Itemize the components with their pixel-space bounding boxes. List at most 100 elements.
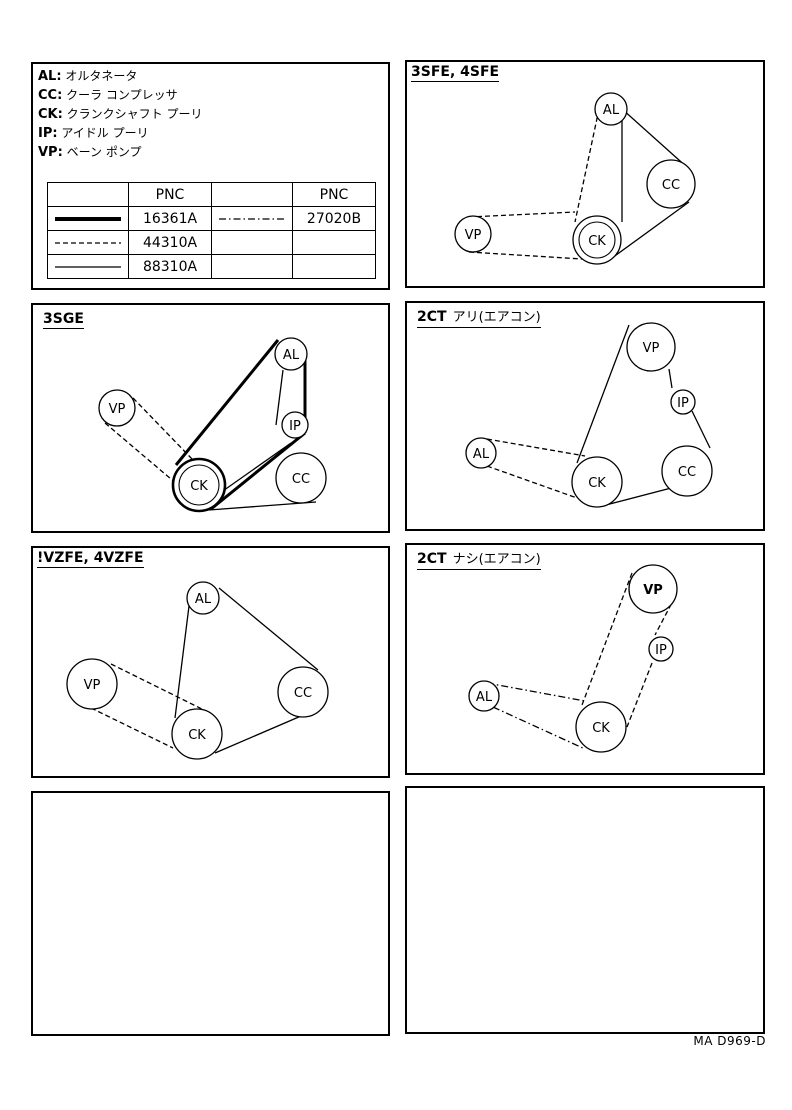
belt-thick [174,339,280,466]
belt-diagram: AL CC VP CK [454,92,696,265]
abbr-ip: IP: アイドル プーリ [38,126,149,141]
pulley-vp: VP [454,215,492,253]
belt-thin [576,324,630,464]
pnc-row: 16361A 27020B [47,206,376,231]
belt-dashdot [492,706,586,750]
svg-text:VP: VP [643,341,660,356]
belt-dashed [110,663,209,713]
pnc-header-left: PNC [128,182,212,207]
pnc-value: 16361A [128,206,212,231]
pulley-al: AL [186,581,220,615]
svg-text:CC: CC [662,178,680,193]
panel-3sge: 3SGE AL VP IP CC CK [31,303,390,533]
svg-text:CC: CC [294,686,312,701]
belt-dashed [654,596,676,636]
line-style-thick [47,206,129,231]
abbr-al: AL: オルタネータ [38,69,138,84]
svg-text:VP: VP [465,228,482,243]
pulley-ck: CK [171,708,223,760]
panel-3sfe-4sfe: 3SFE, 4SFE AL CC VP CK [405,60,765,288]
legend-panel: AL: オルタネータ CC: クーラ コンプレッサ CK: クランクシャフト プ… [31,62,390,290]
pulley-ck: CK [572,215,622,265]
belt-dashed [468,251,583,260]
panel-vzfe: !VZFE, 4VZFE AL VP CC CK [31,546,390,778]
pnc-value: 27020B [292,206,376,231]
panel-title: 3SFE, 4SFE [411,64,500,82]
pulley-ck: CK [575,701,627,753]
svg-text:VP: VP [84,678,101,693]
empty-panel-right [405,786,765,1034]
svg-text:CK: CK [592,721,610,736]
belt-thin [668,368,673,389]
pulley-cc: CC [277,666,329,718]
belt-dashed [626,662,653,728]
belt-thin [611,201,690,259]
belt-dashed [486,438,586,457]
belt-dashed [581,572,633,706]
svg-text:AL: AL [473,447,490,462]
pulley-vp: VP [98,389,136,427]
pulley-ip: IP [281,411,309,439]
empty-panel-left [31,791,390,1036]
belt-thin [218,587,319,671]
pulley-cc: CC [661,445,713,497]
pulley-al: AL [594,92,628,126]
svg-text:IP: IP [655,643,667,658]
pnc-header-right: PNC [292,182,376,207]
belt-thin [691,410,711,449]
panel-title: !VZFE, 4VZFE [37,550,144,568]
belt-thin [174,597,191,719]
pulley-vp: VP [626,322,676,372]
pulley-ck: CK [571,456,623,508]
belt-dashed [468,211,576,218]
pnc-row: 88310A [47,254,376,279]
svg-text:AL: AL [603,103,620,118]
belt-diagram: AL VP CC CK [66,581,329,760]
reference-code: MA D969-D [693,1034,766,1048]
pulley-al: AL [274,337,308,371]
svg-text:CC: CC [292,472,310,487]
svg-text:IP: IP [677,396,689,411]
abbreviation-list: AL: オルタネータ CC: クーラ コンプレッサ CK: クランクシャフト プ… [38,67,202,162]
belt-dashdot [486,682,586,702]
belt-thin [601,486,676,507]
line-style-thin [47,254,129,279]
belt-thin [275,369,284,426]
pnc-value: 88310A [128,254,212,279]
pulley-ip: IP [648,636,674,662]
svg-text:AL: AL [476,690,493,705]
pnc-value: 44310A [128,230,212,255]
abbr-ck: CK: クランクシャフト プーリ [38,107,203,122]
belt-diagram: VP IP AL CC CK [465,322,713,508]
belt-dashed [574,108,600,223]
pulley-vp: VP [628,564,678,614]
pulley-al: AL [468,680,500,712]
line-style-dashed [47,230,129,255]
belt-dashed [90,707,174,749]
belt-thin [621,108,690,170]
svg-text:VP: VP [643,583,663,598]
svg-text:CK: CK [588,234,606,249]
svg-text:IP: IP [289,419,301,434]
pnc-table: PNC PNC 16361A 27020B 44310A 88310A [47,182,376,279]
svg-text:AL: AL [283,348,300,363]
pulley-vp: VP [66,658,118,710]
svg-text:CC: CC [678,465,696,480]
svg-text:CK: CK [188,728,206,743]
pulley-al: AL [465,437,497,469]
belt-thick [210,431,306,511]
pnc-row: 44310A [47,230,376,255]
belt-diagram: AL VP IP CC CK [98,337,327,513]
belt-dashed [132,397,194,461]
abbr-cc: CC: クーラ コンプレッサ [38,88,178,103]
pnc-header-row: PNC PNC [47,182,376,207]
pulley-cc: CC [275,452,327,504]
pulley-ck: CK [171,457,227,513]
svg-text:CK: CK [190,479,208,494]
belt-diagram: VP IP AL CK [468,564,678,753]
pulley-cc: CC [646,159,696,209]
